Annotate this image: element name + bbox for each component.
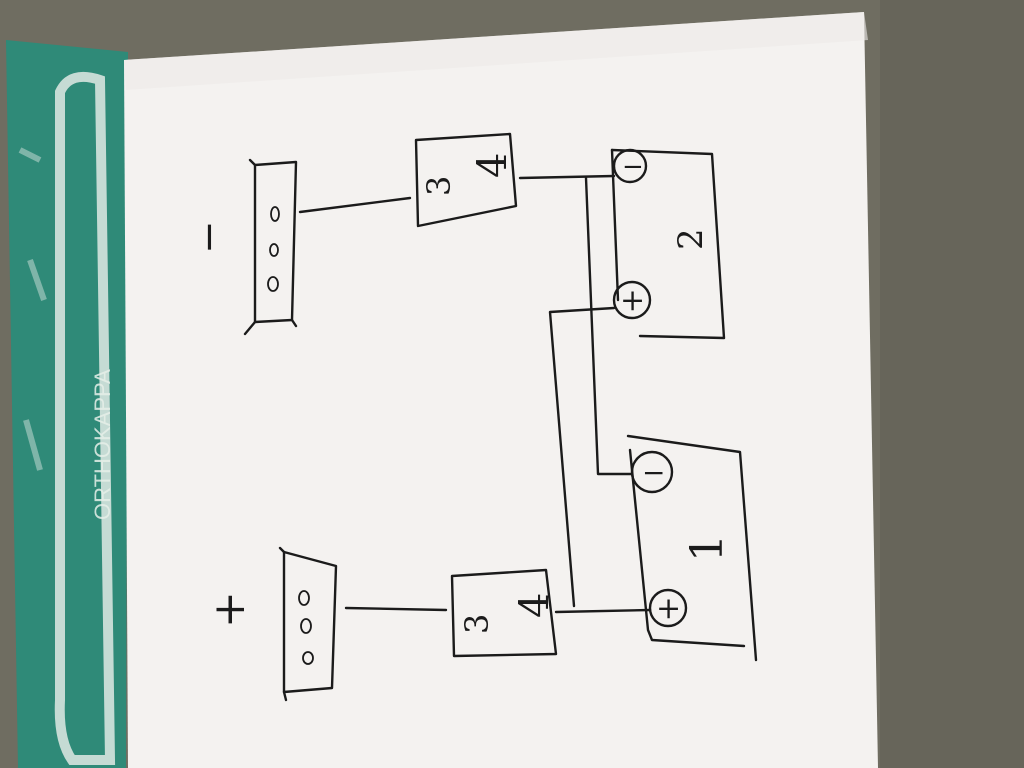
positive-polarity-label: +: [204, 591, 255, 628]
battery-1: − + 1: [626, 434, 758, 662]
positive-terminal-block: [278, 546, 338, 702]
paper-page: [124, 12, 878, 768]
battery-1-positive-sign: +: [656, 591, 681, 626]
battery-2-number: 2: [671, 228, 711, 250]
wire-connector-to-battery2-negative: [518, 174, 616, 180]
connector-bottom-label: 4: [512, 593, 558, 618]
battery-2-negative-sign: −: [622, 152, 644, 182]
wire-connector-to-battery1-positive: [554, 608, 652, 614]
connector-top-label: 4: [470, 153, 516, 178]
battery-2-positive-sign: +: [620, 283, 645, 318]
wiring: [298, 174, 652, 614]
connector-bottom: 4 3: [450, 568, 558, 658]
paper-highlight: [124, 12, 868, 90]
wire-battery2-positive-down: [548, 306, 616, 608]
battery-1-number: 1: [682, 534, 733, 562]
notebook-cover: ORTHOKAPPA: [6, 40, 128, 768]
battery-2-negative-terminal: [612, 148, 648, 184]
wire-positive-to-connector: [344, 606, 448, 612]
battery-2-positive-terminal: [612, 280, 652, 320]
cover-brand-text: ORTHOKAPPA: [90, 369, 115, 520]
battery-1-negative-terminal: [630, 450, 674, 494]
connector-top-subscript: 3: [420, 176, 458, 196]
battery-2: − + 2: [610, 148, 726, 340]
connector-bottom-subscript: 3: [458, 614, 496, 634]
fabric-shadow: [880, 0, 1024, 768]
battery-1-negative-sign: −: [642, 456, 665, 489]
battery-1-positive-terminal: [648, 588, 688, 628]
wire-battery2-negative-to-battery1-negative: [584, 176, 634, 476]
wire-negative-to-connector: [298, 196, 412, 214]
negative-polarity-label: −: [186, 220, 232, 254]
connector-top: 4 3: [414, 132, 518, 228]
negative-terminal-block: [243, 158, 298, 336]
